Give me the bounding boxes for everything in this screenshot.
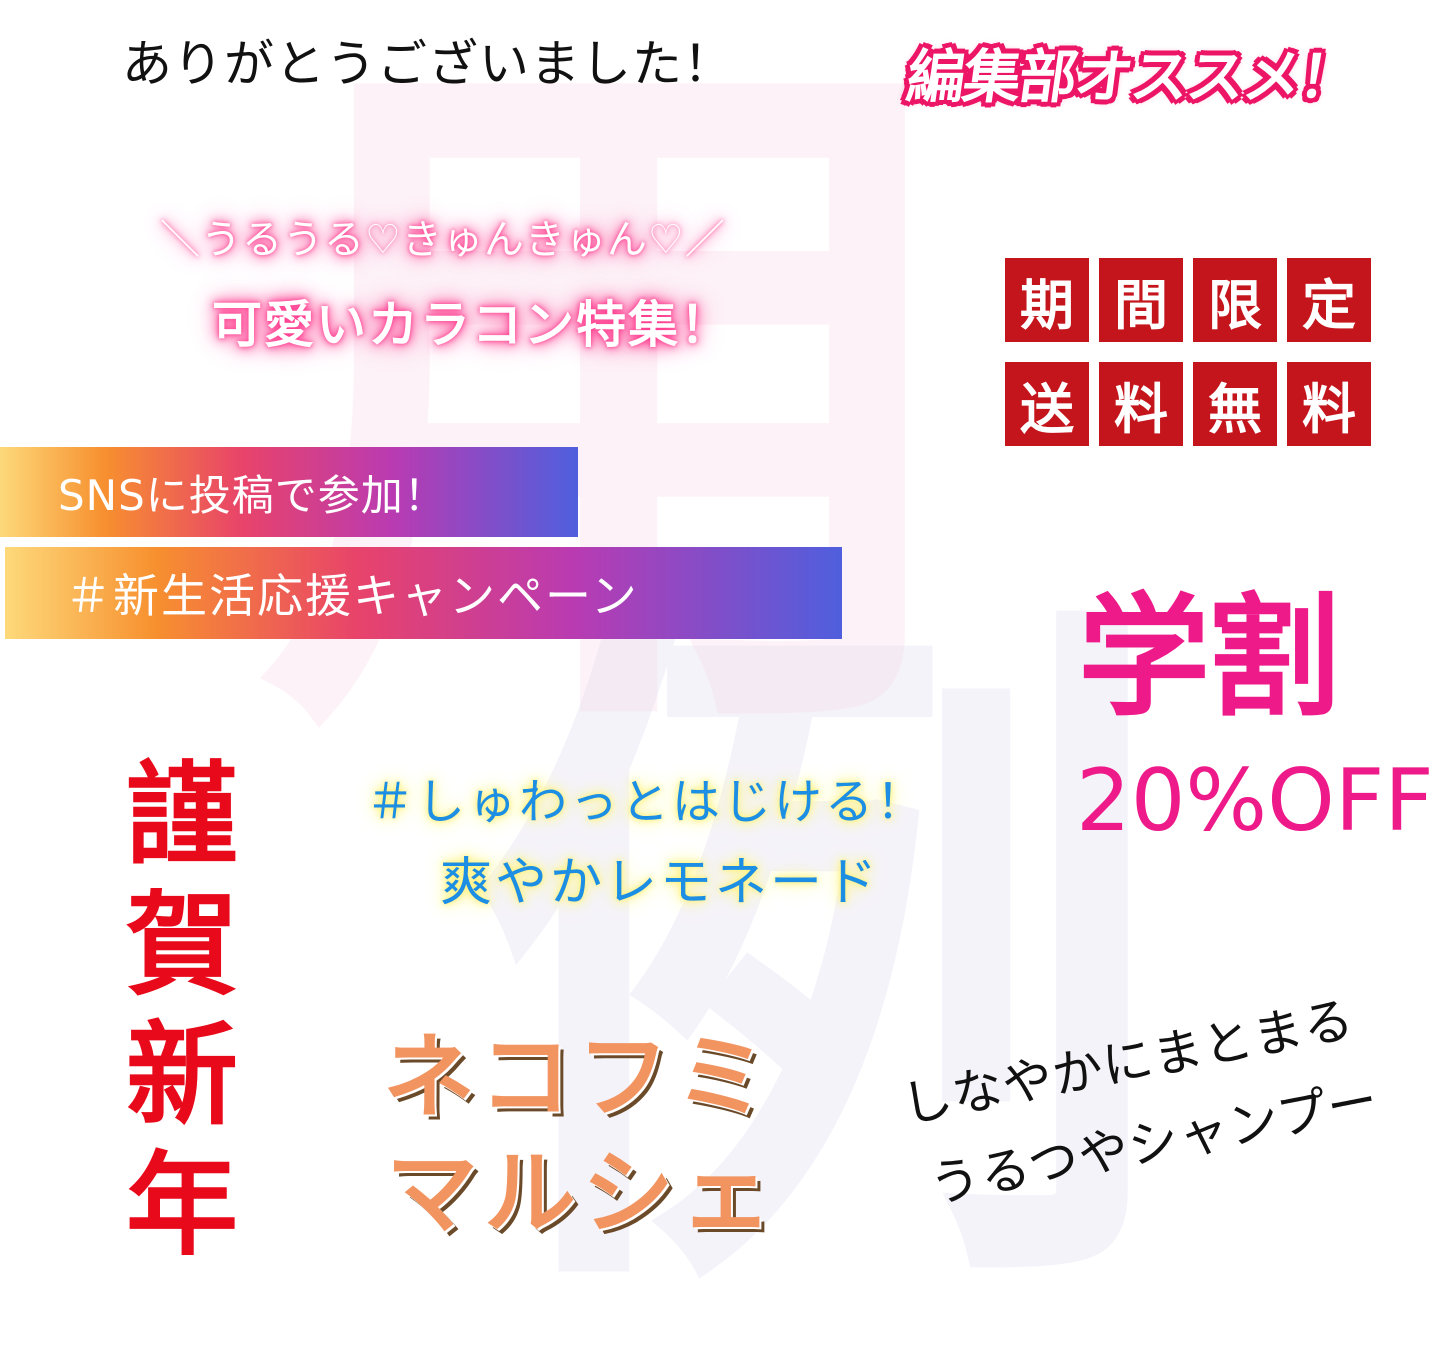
new-year-char: 賀	[126, 881, 238, 1011]
new-year-greeting: 謹 賀 新 年	[112, 760, 252, 1280]
lemonade-line-2: 爽やかレモネード	[440, 853, 881, 913]
thank-you-text: ありがとうございました！	[122, 35, 734, 93]
new-year-char: 年	[126, 1141, 238, 1271]
tile: 無	[1193, 362, 1277, 446]
discount-offer: 20%OFF	[1076, 751, 1429, 851]
tile: 間	[1099, 258, 1183, 342]
tile: 期	[1005, 258, 1089, 342]
neko-fumi-line-1: ネコフミ	[383, 1024, 774, 1131]
student-discount-title: 学割	[1078, 581, 1340, 735]
campaign-banner-text: ＃新生活応援キャンペーン	[65, 569, 639, 623]
watermark-char-2: 例	[470, 557, 1170, 1372]
catchphrase-line-2: 可愛いカラコン特集！	[212, 296, 732, 354]
tile: 料	[1287, 362, 1371, 446]
sns-banner: SNSに投稿で参加！	[0, 447, 578, 537]
free-shipping-tiles: 送 料 無 料	[1005, 362, 1371, 446]
tile: 送	[1005, 362, 1089, 446]
sns-banner-text: SNSに投稿で参加！	[58, 470, 447, 520]
tile: 料	[1099, 362, 1183, 446]
tile: 定	[1287, 258, 1371, 342]
lemonade-line-1: ＃しゅわっとはじける！	[366, 774, 928, 830]
new-year-char: 謹	[126, 751, 238, 881]
new-year-char: 新	[126, 1011, 238, 1141]
neko-fumi-line-2: マルシェ	[386, 1140, 779, 1247]
campaign-banner: ＃新生活応援キャンペーン	[5, 547, 842, 639]
watermark-char-1: 用	[255, 0, 975, 819]
limited-time-tiles: 期 間 限 定	[1005, 258, 1371, 342]
editor-recommend-badge: 編集部オススメ！	[902, 43, 1361, 111]
tile: 限	[1193, 258, 1277, 342]
catchphrase-line-1: ＼うるうる♡きゅんきゅん♡／	[160, 217, 726, 263]
